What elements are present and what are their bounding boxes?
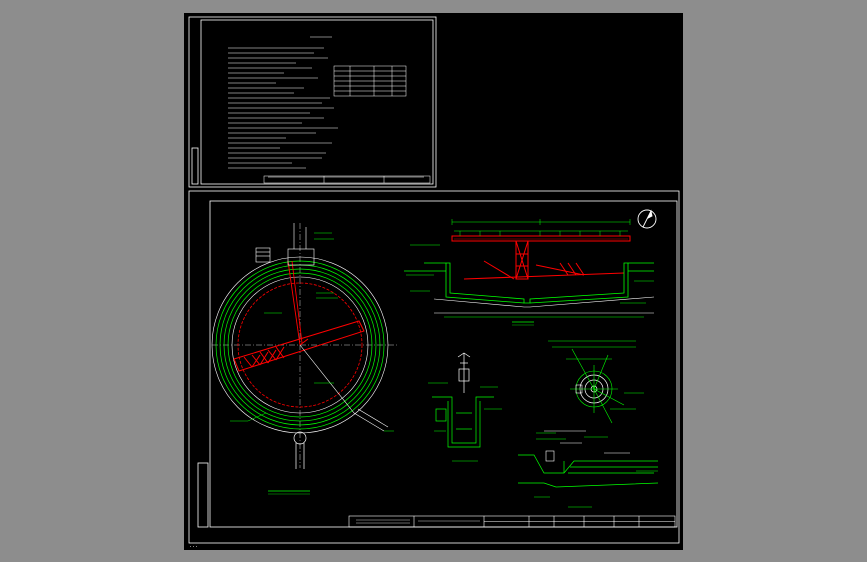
detail-a-view bbox=[428, 352, 502, 462]
notes-text-block bbox=[228, 36, 424, 178]
sheet-main-inner-frame bbox=[209, 200, 678, 528]
north-arrow-icon bbox=[637, 209, 657, 229]
legend-table bbox=[333, 65, 407, 97]
sheet-main-outer-frame bbox=[188, 190, 680, 544]
section-view bbox=[404, 219, 655, 326]
sheet-main bbox=[188, 190, 680, 544]
notes-title-strip bbox=[263, 175, 431, 184]
coordinate-readout: ... bbox=[189, 543, 199, 549]
sheet-notes-outer-frame bbox=[188, 16, 437, 188]
plan-view bbox=[211, 223, 398, 495]
sheet-notes-inner-frame bbox=[200, 19, 434, 185]
sheet-main-margin-block bbox=[197, 462, 209, 528]
detail-b-view bbox=[548, 340, 644, 424]
detail-c-view bbox=[518, 430, 659, 508]
drawing-canvas bbox=[188, 16, 680, 544]
title-block bbox=[348, 515, 676, 528]
cad-viewport[interactable]: ... bbox=[184, 13, 683, 550]
sheet-notes bbox=[188, 16, 437, 188]
sheet-notes-margin-block bbox=[191, 147, 199, 185]
